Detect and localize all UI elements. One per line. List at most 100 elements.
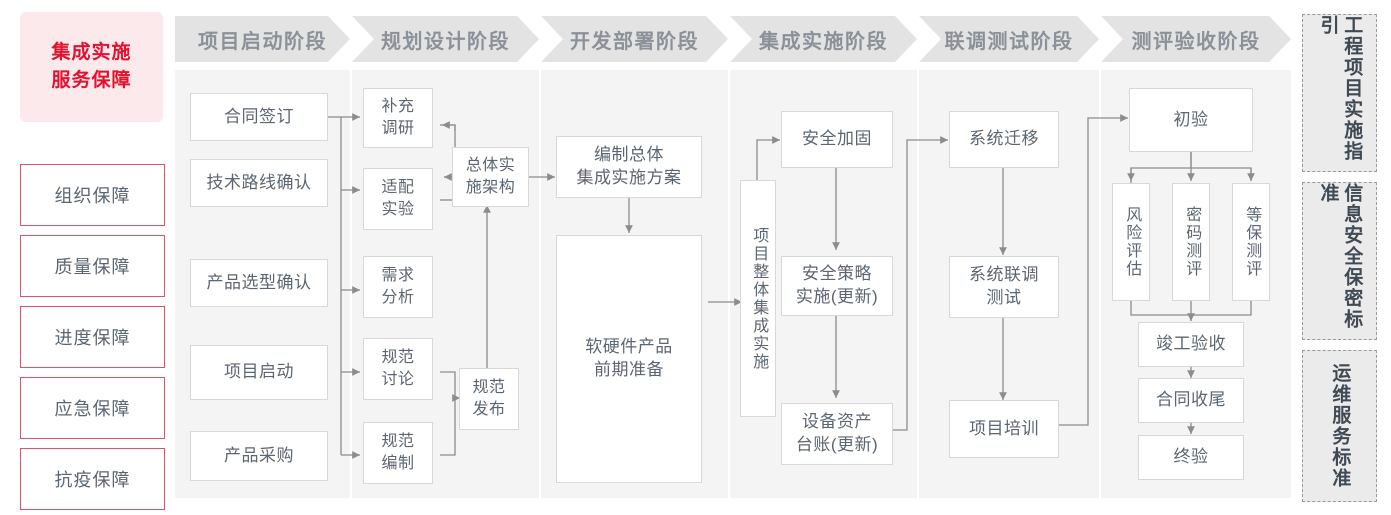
node-spec-release[interactable]: 规范 发布	[459, 368, 519, 430]
node-label-line1: 适配	[381, 179, 415, 197]
node-overall-implementation-architecture[interactable]: 总体实 施架构	[452, 147, 529, 207]
node-label-line1: 编制总体	[594, 145, 664, 165]
node-label-line1: 需求	[381, 267, 415, 285]
node-final-acceptance[interactable]: 终验	[1138, 435, 1244, 480]
node-label: 竣工验收	[1156, 334, 1226, 354]
node-project-training[interactable]: 项目培训	[949, 400, 1059, 458]
sidebar-item-quality[interactable]: 质量保障	[20, 235, 165, 297]
node-label: 系统迁移	[969, 129, 1039, 149]
phase-header-project-initiation[interactable]: 项目启动阶段	[175, 16, 350, 62]
node-label: 技术路线确认	[206, 172, 312, 192]
standard-information-security-confidentiality[interactable]: 信息安全保密标准	[1302, 182, 1377, 340]
node-label: 产品采购	[224, 445, 294, 465]
phase-header-integration-implementation[interactable]: 集成实施阶段	[730, 16, 917, 62]
node-label: 密码测评	[1183, 206, 1201, 278]
node-label-line1: 规范	[381, 433, 415, 451]
node-label-line1: 总体实	[465, 157, 516, 175]
phase-header-planning-design[interactable]: 规划设计阶段	[352, 16, 539, 62]
node-label: 风险评估	[1123, 206, 1141, 278]
node-contract-signing[interactable]: 合同签订	[190, 93, 328, 141]
sidebar-item-label: 抗疫保障	[54, 470, 131, 490]
node-label: 合同签订	[224, 106, 294, 126]
sidebar-hero-line2: 服务保障	[51, 70, 132, 91]
node-classified-protection-evaluation[interactable]: 等保测评	[1232, 183, 1270, 301]
sidebar-item-label: 应急保障	[54, 399, 131, 419]
node-label-line1: 补充	[381, 98, 415, 116]
node-label-line1: 系统联调	[969, 265, 1039, 285]
node-hardware-software-preparation[interactable]: 软硬件产品 前期准备	[556, 235, 702, 483]
node-label: 产品选型确认	[206, 272, 312, 292]
node-label-line1: 软硬件产品	[585, 337, 673, 357]
node-draft-overall-integration-plan[interactable]: 编制总体 集成实施方案	[556, 136, 702, 198]
phase-title: 测评验收阶段	[1131, 30, 1261, 53]
node-label-line1: 规范	[472, 379, 506, 397]
node-label: 合同收尾	[1156, 390, 1226, 410]
node-label: 终验	[1173, 447, 1209, 467]
node-security-hardening[interactable]: 安全加固	[781, 111, 893, 168]
node-label-line2: 实施(更新)	[795, 287, 879, 306]
node-label-line2: 实验	[381, 201, 415, 218]
node-supplementary-research[interactable]: 补充 调研	[363, 88, 433, 148]
sidebar-item-epidemic[interactable]: 抗疫保障	[20, 448, 165, 510]
node-label-line2: 前期准备	[594, 360, 664, 379]
phase-title: 联调测试阶段	[944, 30, 1074, 53]
phase-header-development-deployment[interactable]: 开发部署阶段	[541, 16, 728, 62]
node-label: 项目培训	[969, 418, 1039, 438]
node-preliminary-acceptance[interactable]: 初验	[1129, 88, 1253, 152]
node-label-line2: 发布	[472, 401, 506, 418]
node-spec-discussion[interactable]: 规范 讨论	[363, 338, 433, 400]
node-label: 初验	[1173, 109, 1209, 129]
sidebar-item-schedule[interactable]: 进度保障	[20, 306, 165, 368]
node-security-policy-implementation[interactable]: 安全策略 实施(更新)	[781, 256, 893, 316]
sidebar-item-emergency[interactable]: 应急保障	[20, 377, 165, 439]
node-label-line1: 设备资产	[801, 412, 872, 432]
node-spec-drafting[interactable]: 规范 编制	[363, 422, 433, 484]
node-project-kickoff[interactable]: 项目启动	[190, 345, 328, 400]
standard-engineering-implementation-guide[interactable]: 工程项目实施指引	[1302, 14, 1377, 172]
node-label: 项目整体集成实施	[750, 226, 768, 371]
standard-label: 信息安全保密标准	[1317, 183, 1363, 330]
node-label: 项目启动	[224, 362, 294, 382]
node-label-line1: 安全策略	[801, 264, 872, 284]
node-risk-assessment[interactable]: 风险评估	[1112, 183, 1150, 301]
node-adaptation-experiment[interactable]: 适配 实验	[363, 168, 433, 230]
node-system-joint-debug-test[interactable]: 系统联调 测试	[949, 256, 1059, 318]
node-product-selection-confirm[interactable]: 产品选型确认	[190, 259, 328, 307]
phase-title: 集成实施阶段	[759, 30, 888, 53]
phase-header-evaluation-acceptance[interactable]: 测评验收阶段	[1101, 16, 1291, 62]
sidebar-hero-line1: 集成实施	[51, 42, 132, 64]
node-contract-closure[interactable]: 合同收尾	[1138, 378, 1244, 423]
node-label-line2: 编制	[381, 455, 415, 472]
sidebar-hero-card: 集成实施 服务保障	[20, 12, 163, 122]
node-cryptography-evaluation[interactable]: 密码测评	[1172, 183, 1210, 301]
node-system-migration[interactable]: 系统迁移	[949, 111, 1059, 168]
phase-title: 项目启动阶段	[198, 30, 327, 53]
standard-label: 运维服务标准	[1329, 363, 1351, 489]
node-label-line2: 台账(更新)	[795, 435, 879, 454]
node-label-line2: 调研	[381, 120, 415, 137]
node-label: 等保测评	[1243, 206, 1261, 278]
standard-label: 工程项目实施指引	[1317, 15, 1363, 162]
sidebar-item-organization[interactable]: 组织保障	[20, 164, 165, 226]
node-overall-project-integration[interactable]: 项目整体集成实施	[740, 180, 776, 417]
node-requirement-analysis[interactable]: 需求 分析	[363, 256, 433, 318]
phase-title: 规划设计阶段	[381, 30, 510, 53]
node-label-line2: 集成实施方案	[576, 168, 682, 187]
node-label: 安全加固	[802, 129, 872, 149]
sidebar-item-label: 质量保障	[54, 257, 131, 277]
standard-operations-service[interactable]: 运维服务标准	[1302, 350, 1377, 502]
guarantee-sidebar: 集成实施 服务保障 组织保障 质量保障 进度保障 应急保障 抗疫保障	[20, 10, 165, 510]
node-completion-acceptance[interactable]: 竣工验收	[1138, 322, 1244, 367]
phase-title: 开发部署阶段	[570, 30, 699, 53]
node-product-procurement[interactable]: 产品采购	[190, 431, 328, 481]
sidebar-item-label: 进度保障	[54, 328, 131, 348]
node-label-line2: 分析	[381, 289, 415, 306]
node-label-line2: 施架构	[465, 179, 516, 196]
node-label-line2: 讨论	[381, 371, 415, 388]
node-label-line1: 规范	[381, 349, 415, 367]
node-equipment-asset-ledger[interactable]: 设备资产 台账(更新)	[781, 403, 893, 465]
phase-header-joint-testing[interactable]: 联调测试阶段	[919, 16, 1099, 62]
node-tech-route-confirm[interactable]: 技术路线确认	[190, 159, 328, 207]
sidebar-item-label: 组织保障	[54, 186, 131, 206]
